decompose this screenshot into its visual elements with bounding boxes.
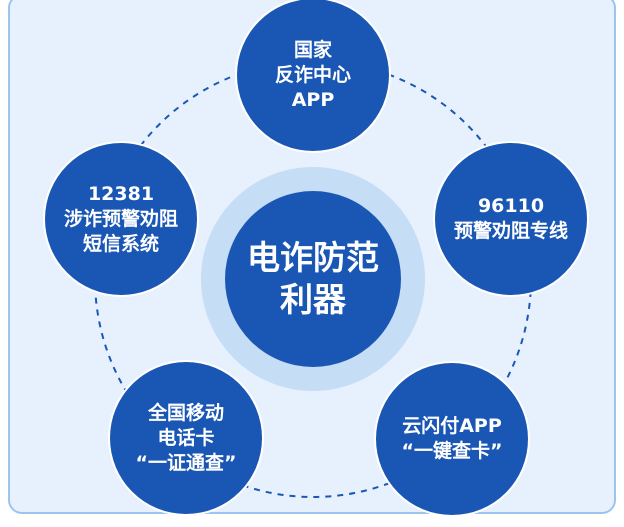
node-line: APP (291, 88, 335, 111)
node-line: 云闪付APP (402, 415, 502, 437)
node-line: 96110 (477, 195, 545, 217)
node-line: 反诈中心 (274, 63, 351, 86)
node-phone-card-check: 全国移动 电话卡 “一证通查” (110, 362, 262, 514)
node-line: “一证通查” (135, 451, 237, 474)
node-line: 短信系统 (82, 232, 159, 255)
node-anti-fraud-app: 国家 反诈中心 APP (237, 0, 389, 151)
node-unionpay-card-check: 云闪付APP “一键查卡” (376, 363, 528, 515)
center-hub: 电诈防范 利器 (225, 191, 401, 367)
center-title-line1: 电诈防范 (247, 238, 379, 277)
node-12381-sms-system: 12381 涉诈预警劝阻 短信系统 (45, 143, 197, 295)
node-line: 涉诈预警劝阻 (63, 207, 178, 230)
node-line: 国家 (293, 38, 332, 61)
center-title-line2: 利器 (280, 280, 346, 319)
node-line: 电话卡 (157, 426, 215, 449)
node-line: “一键查卡” (401, 440, 503, 462)
node-96110-hotline: 96110 预警劝阻专线 (435, 143, 587, 295)
node-line: 预警劝阻专线 (453, 220, 568, 242)
node-line: 12381 (87, 182, 155, 205)
node-line: 全国移动 (147, 401, 224, 424)
